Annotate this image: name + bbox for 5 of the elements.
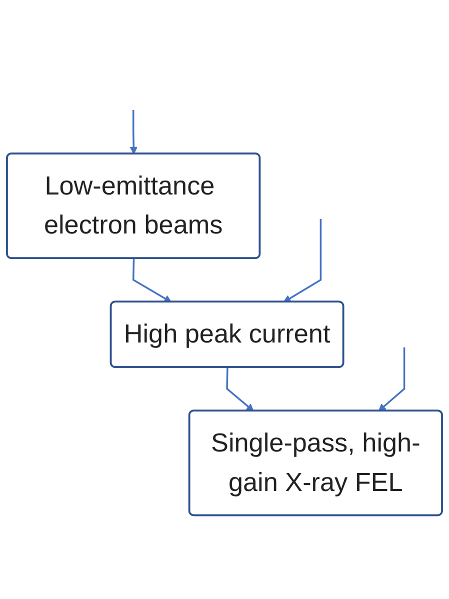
arrow: [132, 258, 172, 302]
arrow: [130, 110, 138, 154]
arrow: [283, 218, 322, 302]
arrow: [378, 347, 406, 412]
arrow: [226, 367, 254, 412]
